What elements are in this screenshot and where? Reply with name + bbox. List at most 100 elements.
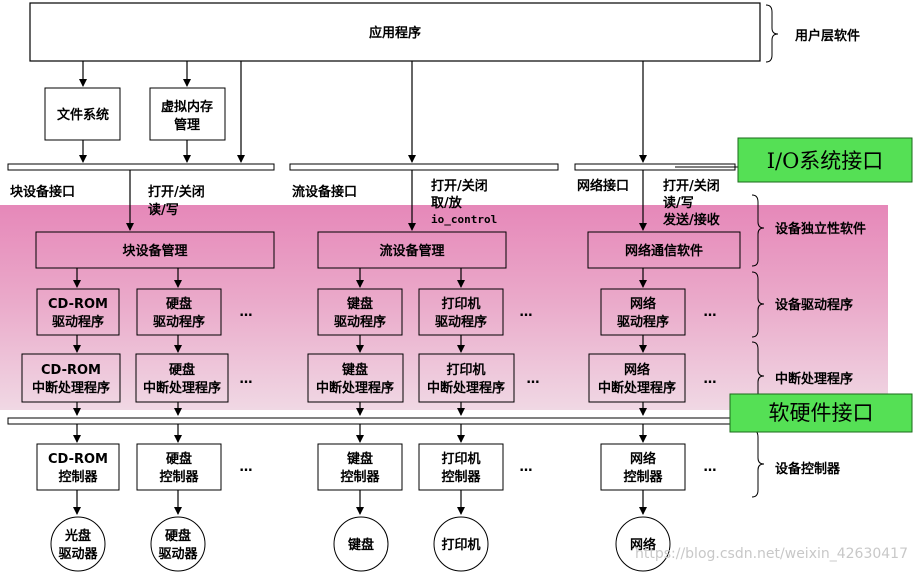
app-box (29, 2, 761, 62)
isr-cdrom-box (21, 353, 121, 403)
isr-keyboard-1: 键盘 (341, 362, 368, 378)
device-cdrom-circle (50, 516, 106, 572)
device-cdrom-2: 驱动器 (58, 547, 98, 562)
ctrl-printer-box (418, 443, 504, 491)
top-arrows (79, 61, 647, 163)
stream-op-ctl: io_control (431, 213, 497, 226)
device-cdrom-1: 光盘 (64, 528, 91, 544)
driver-printer-2: 驱动程序 (435, 314, 487, 330)
network-manager-label: 网络通信软件 (625, 243, 703, 259)
manager-arrows (126, 170, 647, 231)
driver-keyboard-box (317, 288, 403, 336)
isr-disk-2: 中断处理程序 (143, 380, 221, 396)
ctrl-printer-2: 控制器 (441, 469, 481, 485)
isr-keyboard-2: 中断处理程序 (316, 380, 394, 396)
stream-manager-box (317, 231, 507, 269)
io-callout-label: I/O系统接口 (767, 149, 884, 173)
ellipsis-isr-stream: … (527, 372, 540, 387)
brace-user (765, 4, 779, 63)
brace-independent (751, 194, 765, 267)
watermark: https://blog.csdn.net/weixin_42630417 (635, 546, 908, 562)
brace-driver (751, 271, 765, 338)
isr-cdrom-1: CD-ROM (41, 363, 101, 378)
driver-keyboard-2: 驱动程序 (334, 314, 386, 330)
driver-arrows (73, 268, 647, 416)
isr-net-box (588, 353, 686, 403)
stream-interface-bar (289, 163, 559, 171)
hw-interface-bar (7, 417, 739, 425)
driver-disk-box (136, 288, 222, 336)
fs-box (44, 87, 121, 141)
block-interface-label: 块设备接口 (10, 184, 75, 200)
driver-net-2: 驱动程序 (617, 314, 669, 330)
block-op-2: 读/写 (148, 202, 179, 218)
ellipsis-driver-block: … (240, 305, 253, 320)
stream-manager-label: 流设备管理 (379, 243, 444, 259)
ctrl-cdrom-2: 控制器 (58, 469, 98, 485)
vm-label-2: 管理 (174, 117, 200, 133)
hw-callout (729, 393, 913, 433)
ellipsis-isr-block: … (240, 372, 253, 387)
device-net-1: 网络 (630, 537, 656, 553)
network-interface-label: 网络接口 (577, 178, 629, 194)
driver-printer-1: 打印机 (441, 296, 480, 312)
device-disk-1: 硬盘 (165, 528, 191, 544)
device-disk-circle (150, 516, 206, 572)
device-keyboard-1: 键盘 (347, 537, 374, 553)
driver-cdrom-box (36, 288, 120, 336)
ctrl-keyboard-1: 键盘 (346, 451, 373, 467)
driver-printer-box (418, 288, 504, 336)
network-op-1: 打开/关闭 (663, 178, 720, 194)
controller-arrows (73, 424, 647, 515)
driver-net-box (600, 288, 686, 336)
driver-net-1: 网络 (630, 296, 656, 312)
device-keyboard-circle (333, 516, 389, 572)
ctrl-disk-1: 硬盘 (166, 451, 192, 467)
ellipsis-isr-net: … (704, 372, 717, 387)
driver-disk-1: 硬盘 (166, 296, 192, 312)
ellipsis-ctrl-block: … (240, 460, 253, 475)
hw-callout-label: 软硬件接口 (769, 401, 874, 425)
ctrl-net-2: 控制器 (623, 469, 663, 485)
isr-cdrom-2: 中断处理程序 (32, 380, 110, 396)
network-op-3: 发送/接收 (662, 212, 721, 228)
isr-printer-box (418, 353, 515, 403)
isr-net-1: 网络 (624, 362, 650, 378)
layer-driver-label: 设备驱动程序 (775, 297, 853, 313)
isr-net-2: 中断处理程序 (598, 380, 676, 396)
isr-disk-1: 硬盘 (169, 362, 195, 378)
fs-label: 文件系统 (57, 107, 109, 123)
device-net-circle (615, 516, 671, 572)
ctrl-disk-2: 控制器 (159, 469, 199, 485)
isr-keyboard-box (307, 353, 404, 403)
ctrl-keyboard-box (317, 443, 403, 491)
block-manager-label: 块设备管理 (122, 243, 187, 259)
network-manager-box (587, 231, 741, 269)
isr-printer-2: 中断处理程序 (427, 380, 505, 396)
driver-cdrom-1: CD-ROM (48, 297, 108, 312)
stream-interface-label: 流设备接口 (292, 184, 357, 200)
isr-disk-box (135, 353, 229, 403)
ellipsis-driver-stream: … (520, 305, 533, 320)
ctrl-cdrom-box (36, 443, 120, 491)
ctrl-cdrom-1: CD-ROM (48, 452, 108, 467)
ellipsis-ctrl-net: … (704, 460, 717, 475)
device-printer-1: 打印机 (441, 537, 480, 553)
ellipsis-driver-net: … (704, 305, 717, 320)
stream-op-2: 取/放 (431, 195, 463, 211)
vm-box (149, 87, 226, 141)
ctrl-net-box (600, 443, 686, 491)
layer-controller-label: 设备控制器 (775, 461, 841, 477)
io-callout (737, 137, 913, 183)
layer-interrupt-label: 中断处理程序 (775, 371, 853, 387)
network-op-2: 读/写 (663, 195, 694, 211)
block-interface-bar (7, 163, 275, 171)
ctrl-printer-1: 打印机 (441, 451, 480, 467)
device-disk-2: 驱动器 (158, 547, 198, 562)
driver-keyboard-1: 键盘 (346, 296, 373, 312)
stream-op-1: 打开/关闭 (431, 178, 488, 194)
block-op-1: 打开/关闭 (148, 184, 205, 200)
isr-printer-1: 打印机 (446, 362, 485, 378)
